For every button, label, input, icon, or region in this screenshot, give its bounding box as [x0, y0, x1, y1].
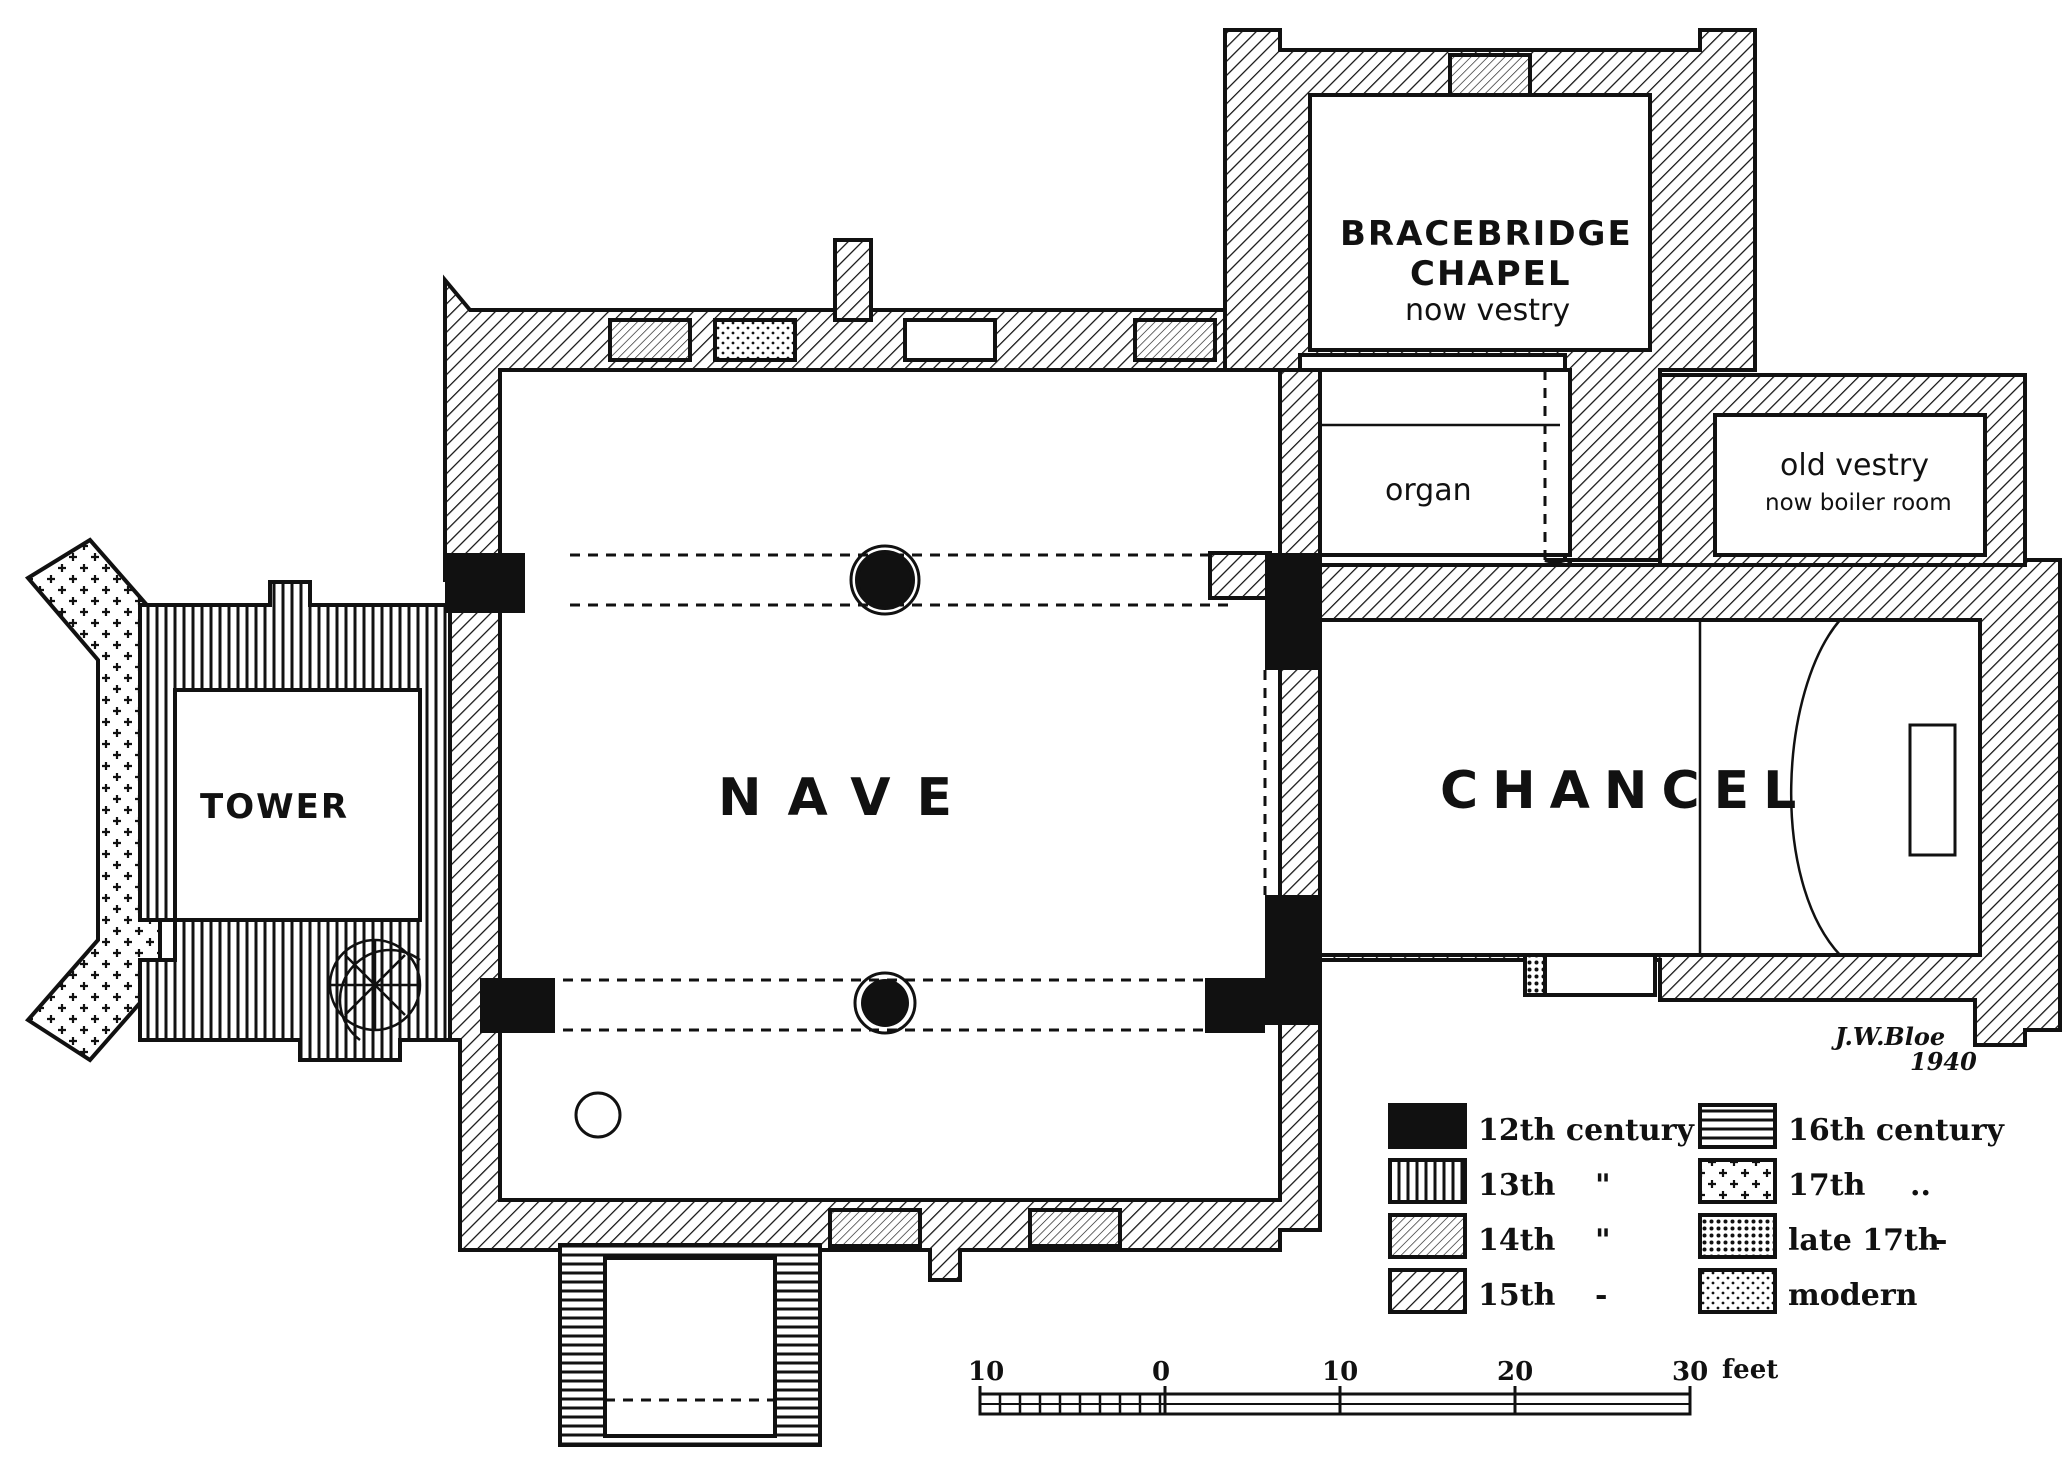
signature-name: J.W.Bloe — [1831, 1022, 1945, 1051]
old-vestry-note: now boiler room — [1765, 490, 1952, 516]
legend-mark-13th: " — [1595, 1168, 1611, 1203]
scale-tick-0: 0 — [1152, 1357, 1170, 1387]
legend-mark-14th: " — [1595, 1223, 1611, 1258]
legend-swatch-late-17th — [1698, 1213, 1777, 1259]
legend-swatch-17th — [1698, 1158, 1777, 1204]
south-porch — [558, 1243, 822, 1447]
tower-walls — [24, 537, 462, 1063]
legend-label-14th: 14th — [1478, 1223, 1556, 1258]
bracebridge-chapel — [1223, 28, 1757, 562]
scale-tick-minus10: 10 — [968, 1357, 1004, 1387]
legend-label-late-17th: late 17th — [1788, 1223, 1940, 1258]
scale-bar: 10 0 10 20 30 feet — [968, 1355, 1778, 1416]
nave-arcades — [445, 544, 1272, 1139]
legend-swatch-14th — [1388, 1213, 1467, 1259]
nave-label: NAVE — [718, 768, 978, 828]
legend-label-15th: 15th — [1478, 1278, 1556, 1313]
signature-year: 1940 — [1910, 1047, 1977, 1076]
old-vestry — [1593, 373, 2027, 622]
scale-unit: feet — [1722, 1355, 1778, 1385]
legend-mark-15th: - — [1595, 1278, 1607, 1313]
legend-swatch-15th — [1388, 1268, 1467, 1314]
scale-tick-10: 10 — [1322, 1357, 1358, 1387]
legend: 12th century 13th " 14th " 15th - 16th c… — [1388, 1103, 2006, 1314]
nave-walls — [443, 238, 1322, 1442]
tower-label: TOWER — [200, 787, 349, 827]
legend-swatch-modern — [1698, 1268, 1777, 1314]
scale-tick-20: 20 — [1497, 1357, 1533, 1387]
legend-mark-late-17th: - — [1935, 1223, 1947, 1258]
scale-tick-30: 30 — [1672, 1357, 1708, 1387]
organ-label: organ — [1385, 473, 1472, 508]
legend-label-16th: 16th century — [1788, 1113, 2006, 1148]
legend-mark-17th: .. — [1910, 1168, 1931, 1203]
legend-label-12th: 12th century — [1478, 1113, 1696, 1148]
legend-label-modern: modern — [1788, 1278, 1918, 1313]
chancel-label: CHANCEL — [1440, 761, 1810, 821]
legend-swatch-13th — [1388, 1158, 1467, 1204]
bracebridge-label-line1: BRACEBRIDGE — [1340, 214, 1633, 254]
bracebridge-label-line2: CHAPEL — [1410, 254, 1572, 294]
legend-swatch-16th — [1698, 1103, 1777, 1149]
legend-swatch-12th — [1388, 1103, 1467, 1149]
chancel-walls — [1318, 558, 2062, 1047]
bracebridge-note: now vestry — [1405, 293, 1570, 328]
legend-label-17th: 17th — [1788, 1168, 1866, 1203]
legend-label-13th: 13th — [1478, 1168, 1556, 1203]
old-vestry-label: old vestry — [1780, 448, 1929, 483]
